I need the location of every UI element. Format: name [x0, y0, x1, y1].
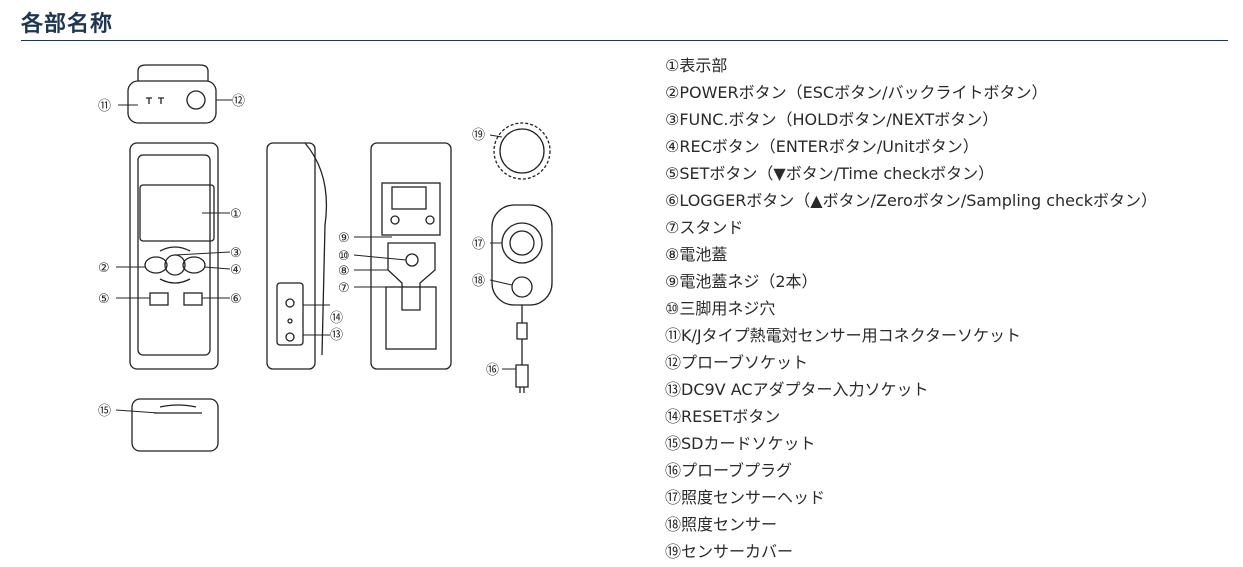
sensor-head	[491, 204, 553, 393]
list-item: ⑩三脚用ネジ穴	[665, 299, 776, 318]
section-title: 各部名称	[21, 12, 114, 37]
callout-3: ③	[230, 246, 242, 261]
callout-7: ⑦	[338, 281, 350, 296]
list-item: ①表示部	[665, 56, 728, 75]
device-diagram: ⑪ ⑫ ① ② ③ ④ ⑤ ⑥ ⑨ ⑩ ⑧ ⑦ ⑭ ⑬ ⑲ ⑰ ⑱ ⑯ ⑮	[98, 64, 553, 452]
list-item: ⑬DC9V ACアダプター入力ソケット	[665, 380, 929, 399]
list-item: ④RECボタン（ENTERボタン/Unitボタン）	[665, 137, 979, 156]
device-bottom-view	[131, 398, 219, 452]
callout-5: ⑤	[98, 292, 110, 307]
list-item: ⑰照度センサーヘッド	[665, 488, 826, 507]
list-item: ⑦スタンド	[665, 218, 744, 237]
list-item: ⑯プローブプラグ	[665, 461, 793, 480]
callout-labels: ⑪ ⑫ ① ② ③ ④ ⑤ ⑥ ⑨ ⑩ ⑧ ⑦ ⑭ ⑬ ⑲ ⑰ ⑱ ⑯ ⑮	[98, 94, 499, 419]
leader-lines	[115, 99, 516, 414]
callout-17: ⑰	[472, 237, 485, 252]
callout-19: ⑲	[472, 128, 485, 143]
callout-14: ⑭	[330, 311, 343, 326]
parts-list: ①表示部 ②POWERボタン（ESCボタン/バックライトボタン） ③FUNC.ボ…	[665, 54, 1157, 567]
list-item: ⑮SDカードソケット	[665, 434, 816, 453]
list-item: ⑥LOGGERボタン（▲ボタン/Zeroボタン/Sampling checkボタ…	[665, 191, 1158, 210]
list-item: ⑧電池蓋	[665, 245, 728, 264]
callout-12: ⑫	[232, 94, 245, 109]
list-item: ⑤SETボタン（▼ボタン/Time checkボタン）	[665, 164, 995, 183]
callout-18: ⑱	[472, 274, 485, 289]
callout-11: ⑪	[98, 99, 111, 114]
list-item: ⑲センサーカバー	[665, 542, 794, 561]
list-item: ⑱照度センサー	[665, 515, 778, 534]
callout-15: ⑮	[98, 404, 111, 419]
callout-8: ⑧	[338, 264, 350, 279]
list-item: ⑭RESETボタン	[665, 407, 781, 426]
list-item: ⑫プローブソケット	[665, 353, 809, 372]
device-back-view	[370, 142, 452, 370]
list-item: ②POWERボタン（ESCボタン/バックライトボタン）	[665, 83, 1048, 102]
callout-6: ⑥	[230, 292, 242, 307]
section-header: 各部名称	[0, 0, 1243, 42]
callout-13: ⑬	[330, 328, 343, 343]
callout-16: ⑯	[486, 363, 499, 378]
list-item: ⑪K/Jタイプ熱電対センサー用コネクターソケット	[665, 326, 1021, 345]
sensor-cover	[493, 122, 551, 180]
list-item: ⑨電池蓋ネジ（2本）	[665, 272, 818, 291]
callout-9: ⑨	[338, 231, 350, 246]
list-item: ③FUNC.ボタン（HOLDボタン/NEXTボタン）	[665, 110, 999, 129]
title-divider	[21, 40, 1228, 41]
device-top-view	[127, 64, 217, 124]
callout-2: ②	[98, 261, 110, 276]
device-side-view	[266, 142, 328, 370]
callout-10: ⑩	[338, 249, 350, 264]
device-front-view	[129, 142, 219, 370]
callout-4: ④	[230, 263, 242, 278]
callout-1: ①	[230, 207, 242, 222]
